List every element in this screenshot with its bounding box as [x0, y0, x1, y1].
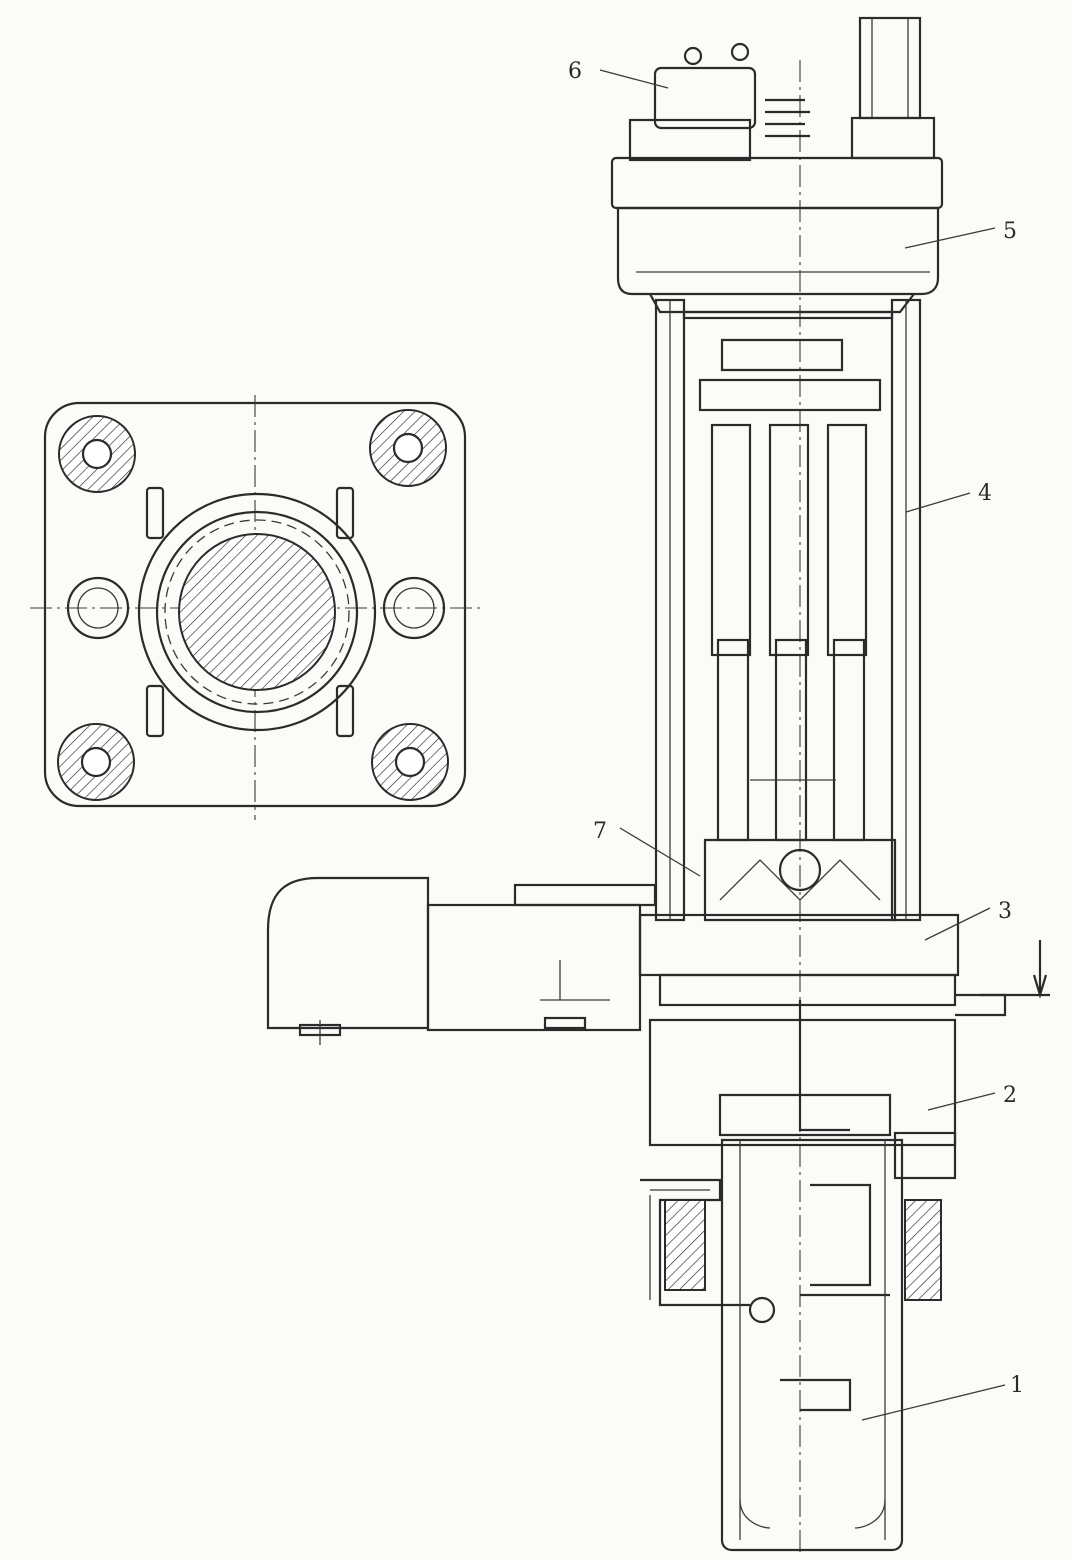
callout-labels: 6 5 4 7 3 2 1	[568, 59, 1024, 1398]
corner-bar-bottom-right	[371, 723, 449, 801]
corner-bar-top-right	[369, 409, 447, 487]
corner-bar-bottom-left	[57, 723, 135, 801]
callout-1: 1	[1010, 1373, 1024, 1398]
base-casting	[648, 1018, 957, 1180]
columns	[654, 298, 922, 922]
lower-mechanism	[703, 838, 897, 922]
top-mechanism	[628, 16, 936, 162]
callout-5: 5	[1003, 219, 1017, 244]
main-elevation	[266, 16, 1050, 1555]
section-view	[30, 395, 480, 820]
callout-7: 7	[593, 819, 607, 844]
callout-4: 4	[978, 481, 992, 506]
section-arrow	[980, 940, 1050, 999]
pipework	[640, 1000, 942, 1412]
crosshead	[698, 338, 882, 842]
callout-leaders	[599, 69, 1006, 1421]
table-plate	[638, 913, 1007, 1017]
callout-3: 3	[998, 899, 1012, 924]
callout-2: 2	[1003, 1083, 1017, 1108]
top-head	[610, 156, 944, 314]
side-drive	[266, 876, 657, 1045]
main-cylinder	[720, 1138, 904, 1552]
corner-bar-top-left	[58, 415, 136, 493]
callout-6: 6	[568, 59, 582, 84]
